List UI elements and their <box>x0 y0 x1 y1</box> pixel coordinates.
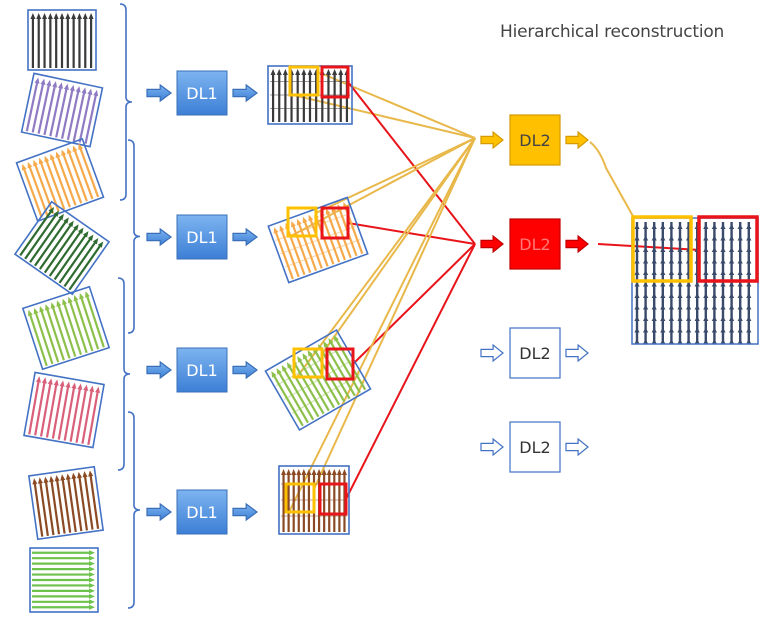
gold-patch-3 <box>292 347 324 379</box>
final-reconstruction <box>631 217 759 345</box>
gold-patch-4 <box>284 482 316 514</box>
arrow-out-dl2-3 <box>565 343 589 363</box>
intermediate-reconstruction-1 <box>267 65 353 125</box>
arrow-out-dl1-4 <box>232 502 259 522</box>
gold-link-a-4 <box>313 137 476 490</box>
dl2-label-3: DL2 <box>519 344 550 363</box>
gold-link-a-3 <box>321 137 476 355</box>
arrow-into-dl2-2 <box>480 234 504 254</box>
arrow-into-dl1-3 <box>146 360 173 380</box>
arrow-into-dl1-4 <box>146 502 173 522</box>
dl1-label-4: DL1 <box>186 503 217 522</box>
gold-patch-1 <box>288 65 320 97</box>
arrow-into-dl2-1 <box>480 130 504 150</box>
red-link-4 <box>345 243 476 500</box>
acquisition-set-2 <box>20 72 104 148</box>
arrow-out-dl2-4 <box>565 437 589 457</box>
arrow-out-dl1-1 <box>232 83 259 103</box>
arrow-into-dl2-4 <box>480 437 504 457</box>
dl2-box-3: DL2 <box>509 327 561 379</box>
acquisition-set-6 <box>23 371 105 449</box>
red-link-to-result <box>597 243 701 251</box>
arrow-out-dl1-3 <box>232 360 259 380</box>
arrow-out-dl2-2 <box>565 234 589 254</box>
dl1-box-3: DL1 <box>176 347 228 393</box>
acquisition-set-3 <box>15 137 105 223</box>
diagram-title: Hierarchical reconstruction <box>500 22 725 42</box>
dl2-box-2: DL2 <box>509 218 561 270</box>
red-patch-3 <box>325 347 355 381</box>
bracket-group-2 <box>127 139 141 334</box>
arrow-into-dl1-1 <box>146 83 173 103</box>
red-link-2 <box>347 222 476 245</box>
gold-link-a-1 <box>317 71 476 139</box>
bracket-group-3 <box>117 277 131 471</box>
red-patch-4 <box>318 482 348 516</box>
gold-link-b-3 <box>296 137 476 378</box>
dl2-box-1: DL2 <box>509 114 561 166</box>
bracket-group-1 <box>119 3 133 201</box>
arrow-out-dl2-1 <box>565 130 589 150</box>
dl2-label-1: DL2 <box>519 131 550 150</box>
dl1-label-1: DL1 <box>186 84 217 103</box>
gold-link-a-2 <box>315 137 476 214</box>
intermediate-reconstruction-2 <box>267 196 369 284</box>
acquisition-set-4 <box>13 200 111 296</box>
red-link-1 <box>347 81 476 245</box>
gold-link-b-4 <box>288 137 476 513</box>
dl2-box-4: DL2 <box>509 421 561 473</box>
gold-link-b-1 <box>292 94 476 139</box>
dl1-box-2: DL1 <box>176 214 228 260</box>
acquisition-set-1 <box>27 9 97 71</box>
dl2-label-4: DL2 <box>519 438 550 457</box>
dl1-label-3: DL1 <box>186 361 217 380</box>
dl1-label-2: DL1 <box>186 228 217 247</box>
final-gold-patch <box>631 215 693 283</box>
bracket-group-4 <box>127 411 141 609</box>
gold-patch-2 <box>286 206 318 238</box>
arrow-out-dl1-2 <box>232 227 259 247</box>
acquisition-set-8 <box>29 547 99 613</box>
dl1-box-4: DL1 <box>176 489 228 535</box>
red-patch-2 <box>320 206 350 240</box>
final-red-patch <box>697 215 759 283</box>
acquisition-set-5 <box>21 285 111 371</box>
gold-link-to-result <box>589 141 635 219</box>
dl1-box-1: DL1 <box>176 70 228 116</box>
arrow-into-dl1-2 <box>146 227 173 247</box>
red-patch-1 <box>320 65 350 99</box>
arrow-into-dl2-3 <box>480 343 504 363</box>
acquisition-set-7 <box>27 465 105 541</box>
dl2-label-2: DL2 <box>519 235 550 254</box>
